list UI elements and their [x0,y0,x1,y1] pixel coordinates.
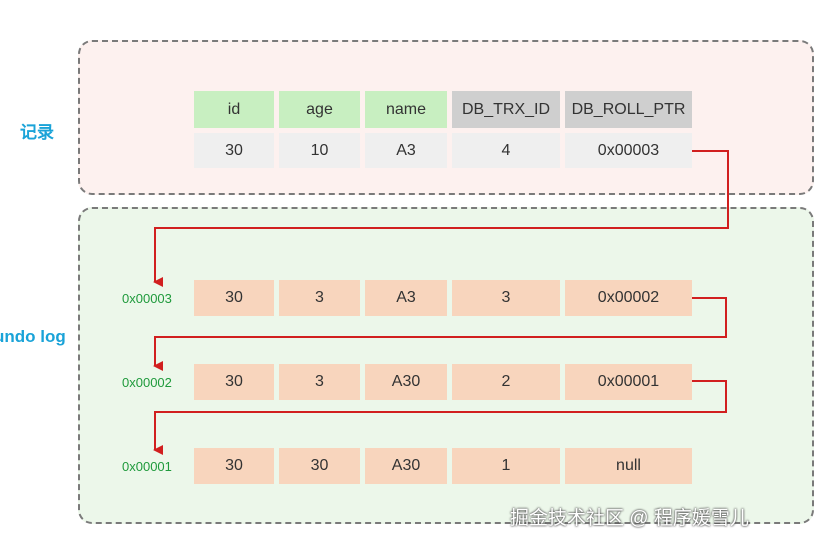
record-value-age: 10 [279,133,360,168]
header-cell-db-trx-id: DB_TRX_ID [452,91,560,128]
undo-row-address: 0x00003 [122,291,172,306]
record-value-db-roll-ptr: 0x00003 [565,133,692,168]
undo-cell-name: A30 [365,364,447,400]
header-cell-db-roll-ptr: DB_ROLL_PTR [565,91,692,128]
undo-row-address: 0x00001 [122,459,172,474]
undo-cell-age: 3 [279,280,360,316]
undo-cell-db-trx-id: 2 [452,364,560,400]
undo-cell-db-trx-id: 3 [452,280,560,316]
undo-cell-name: A30 [365,448,447,484]
undo-cell-id: 30 [194,280,274,316]
pointer-arrow [153,150,729,287]
watermark: 掘金技术社区 @ 程序媛雪儿 [510,508,749,529]
undo-row-address: 0x00002 [122,375,172,390]
pointer-arrow [153,380,727,455]
header-cell-id: id [194,91,274,128]
undo-cell-db-roll-ptr: 0x00002 [565,280,692,316]
record-value-id: 30 [194,133,274,168]
record-label: 记录 [20,123,54,142]
record-value-db-trx-id: 4 [452,133,560,168]
undo-cell-age: 30 [279,448,360,484]
undo-cell-db-trx-id: 1 [452,448,560,484]
undo-cell-id: 30 [194,448,274,484]
undo-cell-name: A3 [365,280,447,316]
undo-cell-db-roll-ptr: null [565,448,692,484]
header-cell-name: name [365,91,447,128]
header-cell-age: age [279,91,360,128]
pointer-arrow [153,297,727,371]
undo-cell-id: 30 [194,364,274,400]
record-value-name: A3 [365,133,447,168]
undo-cell-db-roll-ptr: 0x00001 [565,364,692,400]
undo-cell-age: 3 [279,364,360,400]
undo-log-label: undo log [0,327,66,346]
